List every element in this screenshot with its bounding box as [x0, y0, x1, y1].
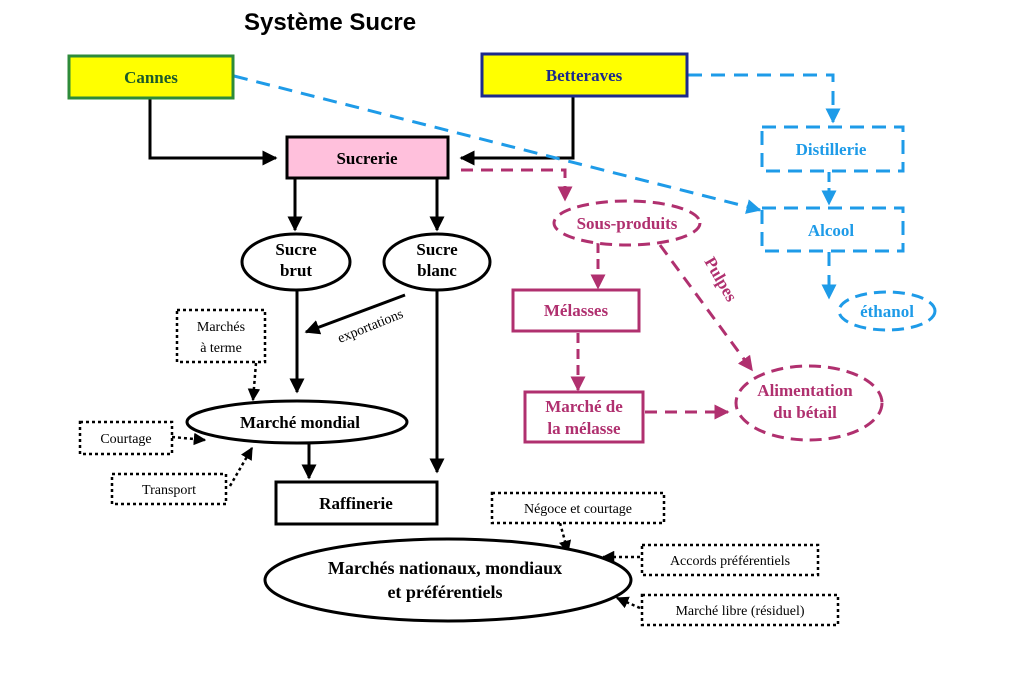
node-ethanol-label: éthanol	[860, 302, 914, 321]
annotation-accords: Accords préférentiels	[640, 543, 820, 577]
node-alcool-label: Alcool	[808, 221, 855, 240]
edge-betteraves-sucrerie	[459, 96, 575, 166]
node-distillerie-label: Distillerie	[796, 140, 867, 159]
node-sucre-brut-line2: brut	[280, 261, 312, 280]
edge-betteraves-distillerie	[688, 73, 841, 124]
node-sucre-brut: Sucre brut	[240, 232, 352, 292]
node-marche-melasse-line2: la mélasse	[547, 419, 621, 438]
edge-marches-terme-marche-mondial	[247, 362, 261, 402]
node-sucre-blanc: Sucre blanc	[382, 232, 492, 292]
edge-negoce-marches-nationaux	[558, 522, 572, 554]
annotation-marche-libre-label: Marché libre (résiduel)	[675, 604, 804, 619]
node-sucrerie-label: Sucrerie	[336, 149, 398, 168]
node-marche-melasse: Marché de la mélasse	[523, 390, 645, 444]
node-marches-nationaux-line1: Marchés nationaux, mondiaux	[328, 558, 562, 578]
node-melasses: Mélasses	[511, 288, 641, 333]
node-marche-mondial: Marché mondial	[185, 399, 409, 445]
edge-sucre-blanc-exportations	[304, 293, 406, 335]
edges	[148, 73, 841, 610]
node-sous-produits-label: Sous-produits	[577, 214, 678, 233]
annotation-courtage: Courtage	[78, 420, 174, 456]
edge-cannes-sucrerie	[148, 98, 278, 166]
annotation-accords-label: Accords préférentiels	[670, 554, 790, 569]
edge-transport-marche-mondial	[228, 446, 254, 487]
node-ethanol: éthanol	[837, 290, 937, 332]
annotation-transport: Transport	[110, 472, 228, 506]
node-betteraves-label: Betteraves	[546, 66, 623, 85]
node-raffinerie-label: Raffinerie	[319, 494, 393, 513]
diagram-title: Système Sucre	[244, 9, 416, 36]
node-marches-nationaux: Marchés nationaux, mondiaux et préférent…	[263, 537, 633, 623]
node-marches-nationaux-line2: et préférentiels	[387, 582, 502, 602]
node-cannes: Cannes	[67, 54, 235, 100]
annotation-courtage-label: Courtage	[100, 432, 151, 447]
annotation-marches-terme: Marchés à terme	[175, 308, 267, 364]
node-alimentation-line2: du bétail	[773, 403, 837, 422]
edge-sucrerie-sous-produits	[461, 168, 573, 202]
node-sucre-brut-line1: Sucre	[275, 240, 317, 259]
label-pulpes: Pulpes	[700, 254, 741, 306]
annotation-transport-label: Transport	[142, 483, 196, 498]
edge-sous-produits-alimentation	[658, 244, 754, 372]
node-sucre-blanc-line2: blanc	[417, 261, 457, 280]
node-alimentation-betail: Alimentation du bétail	[734, 364, 884, 442]
annotation-marche-libre: Marché libre (résiduel)	[640, 593, 840, 627]
node-distillerie: Distillerie	[760, 125, 905, 173]
node-melasses-label: Mélasses	[544, 301, 609, 320]
node-sucre-blanc-line1: Sucre	[416, 240, 458, 259]
node-marche-mondial-label: Marché mondial	[240, 413, 360, 432]
edge-courtage-marche-mondial	[171, 432, 207, 446]
node-cannes-label: Cannes	[124, 68, 178, 87]
annotation-marches-terme-line1: Marchés	[197, 320, 245, 335]
node-alcool: Alcool	[760, 206, 905, 253]
annotation-marches-terme-line2: à terme	[200, 341, 242, 356]
node-sous-produits: Sous-produits	[552, 199, 702, 247]
node-alimentation-line1: Alimentation	[757, 381, 853, 400]
node-betteraves: Betteraves	[480, 52, 689, 98]
label-exportations: exportations	[336, 307, 406, 347]
node-raffinerie: Raffinerie	[274, 480, 439, 526]
annotation-negoce: Négoce et courtage	[490, 491, 666, 525]
node-sucrerie: Sucrerie	[285, 135, 450, 180]
annotation-negoce-label: Négoce et courtage	[524, 502, 632, 517]
node-marche-melasse-line1: Marché de	[545, 397, 623, 416]
edge-marche-libre-marches-nationaux	[615, 596, 641, 610]
